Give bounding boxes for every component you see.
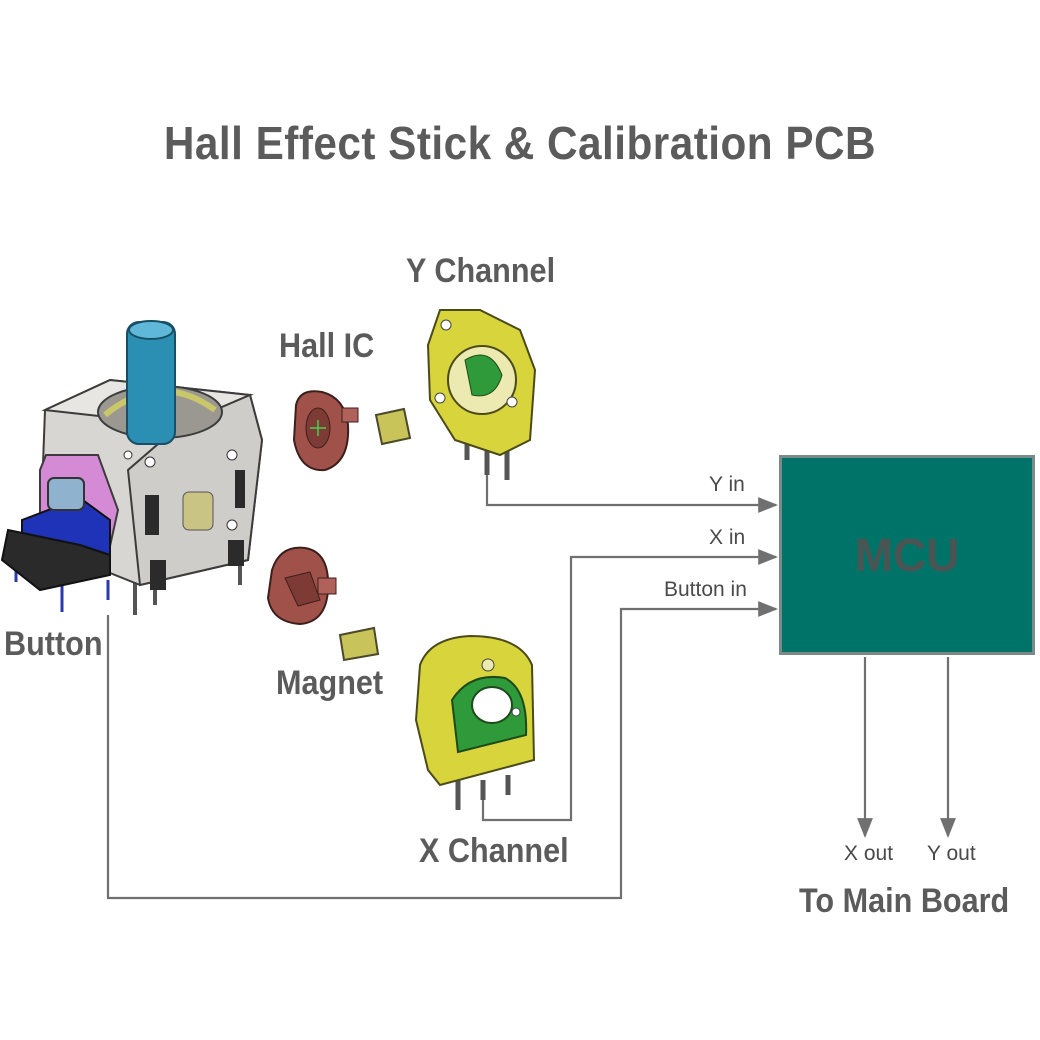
wires bbox=[106, 470, 956, 900]
y-in-wire bbox=[485, 470, 778, 513]
hall-ic-label: Hall IC bbox=[279, 327, 375, 365]
hall-ic-part bbox=[292, 390, 359, 472]
y-in-signal-label: Y in bbox=[709, 473, 745, 496]
to-main-board-label: To Main Board bbox=[799, 882, 1010, 920]
magnet-holder-part bbox=[266, 546, 337, 626]
button-label: Button bbox=[4, 625, 103, 663]
hall-ic-magnet bbox=[374, 407, 412, 446]
y-out-signal-label: Y out bbox=[927, 842, 976, 865]
diagram-title: Hall Effect Stick & Calibration PCB bbox=[163, 117, 877, 169]
x-channel-sensor bbox=[414, 634, 536, 810]
x-out-signal-label: X out bbox=[844, 842, 894, 865]
magnet-label: Magnet bbox=[276, 664, 384, 702]
mcu-label: MCU bbox=[854, 529, 960, 581]
x-in-signal-label: X in bbox=[709, 526, 746, 549]
magnet-part bbox=[338, 626, 380, 662]
y-channel-sensor bbox=[426, 309, 537, 480]
button-in-wire bbox=[106, 601, 778, 900]
x-in-wire bbox=[481, 549, 778, 822]
x-channel-label: X Channel bbox=[419, 832, 569, 870]
joystick-assembly bbox=[0, 320, 264, 615]
y-channel-label: Y Channel bbox=[406, 252, 556, 290]
button-in-signal-label: Button in bbox=[664, 578, 747, 601]
mcu-block: MCU bbox=[779, 455, 1035, 655]
